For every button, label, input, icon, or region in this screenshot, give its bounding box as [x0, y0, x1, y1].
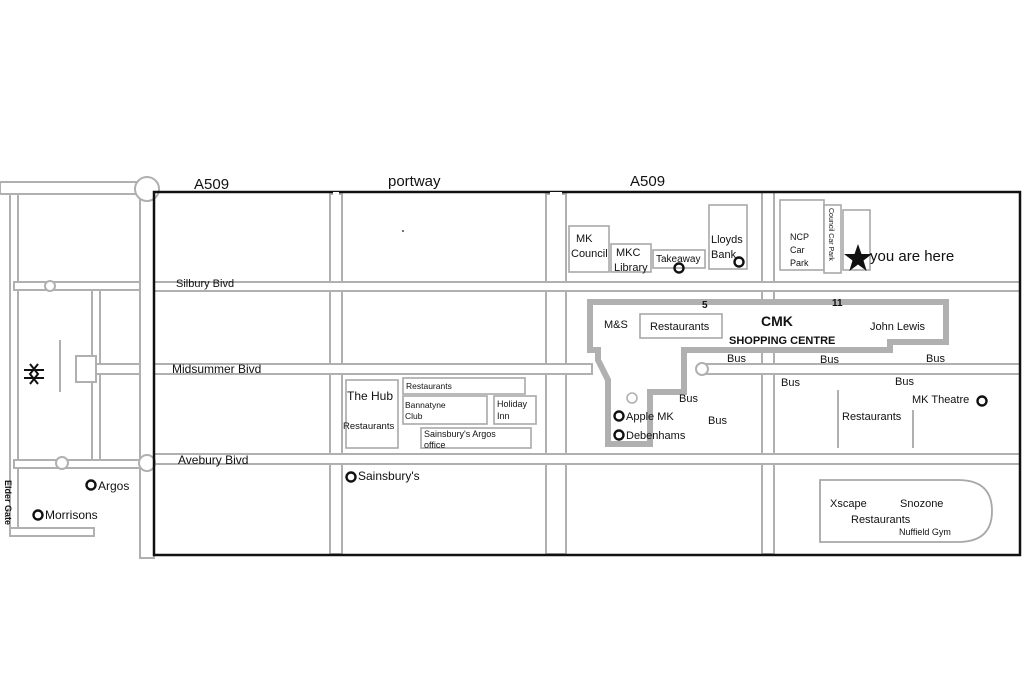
- roundabout-west: [55, 456, 69, 470]
- roundabout-avebury: [138, 454, 156, 472]
- railway-station-icon: [24, 363, 44, 385]
- portway-gap: [333, 192, 339, 196]
- lloyds-label-1: Lloyds: [711, 234, 743, 246]
- mk-council-building: [568, 225, 610, 273]
- debenhams-marker-icon: [613, 429, 625, 441]
- midsummer-road-east: [699, 363, 1021, 375]
- council-car-park-building: [823, 204, 842, 274]
- bus-label: Bus: [708, 415, 727, 427]
- roundabout-a509: [134, 176, 160, 202]
- nuffield-gym-label: Nuffield Gym: [899, 527, 951, 537]
- takeaway-building: [652, 249, 706, 269]
- john-lewis-label: John Lewis: [870, 321, 926, 333]
- bus-label: Bus: [926, 353, 945, 365]
- a509-west-road: [139, 189, 155, 559]
- bus-label: Bus: [727, 353, 746, 365]
- morrisons-label: Morrisons: [45, 508, 98, 522]
- snozone-label: Snozone: [900, 498, 943, 510]
- you-are-here-label: you are here: [870, 248, 954, 265]
- midsummer-link: [95, 363, 145, 375]
- restaurants-strip-label: Restaurants: [406, 381, 452, 391]
- midsummer-label: Midsummer Bivd: [172, 362, 261, 376]
- bus-label: Bus: [895, 376, 914, 388]
- sainsburys-office-label-2: office: [424, 440, 445, 450]
- the-hub-label: The Hub: [347, 389, 393, 403]
- holiday-inn-label-2: Inn: [497, 411, 510, 421]
- the-hub-building: [345, 379, 399, 449]
- takeaway-marker-icon: [673, 262, 685, 274]
- mkc-library-label-1: MKC: [616, 247, 641, 259]
- council-car-park-label: Council Car Park: [827, 208, 834, 261]
- elder-gate-label: Elder Gate: [3, 480, 13, 525]
- portway-label: portway: [388, 173, 441, 190]
- mk-council-label-2: Council: [571, 248, 608, 260]
- avebury-link: [13, 459, 145, 469]
- cmk-restaurants-box: [639, 313, 723, 339]
- lloyds-marker-icon: [733, 256, 745, 268]
- xscape-building: [819, 479, 993, 543]
- takeaway-label: Takeaway: [656, 254, 700, 265]
- argos-label: Argos: [98, 479, 129, 493]
- holiday-inn-label-1: Holiday: [497, 399, 528, 409]
- avebury-road: [153, 453, 1021, 465]
- ncp-label-3: Park: [790, 258, 809, 268]
- sainsburys-office-building: [420, 427, 532, 449]
- apple-marker-icon: [613, 410, 625, 422]
- bannatyne-club-building: [402, 395, 488, 425]
- cmk-title-label: CMK: [761, 313, 793, 329]
- sainsburys-marker-icon: [345, 471, 357, 483]
- silbury-road: [153, 281, 1021, 292]
- theatre-restaurants-label: Restaurants: [842, 411, 902, 423]
- roundabout-silbury-west: [44, 280, 56, 292]
- morrisons-road: [9, 527, 95, 537]
- road-network: [0, 176, 1021, 559]
- a509-east-gap: [550, 192, 562, 196]
- bus-label: Bus: [781, 377, 800, 389]
- ms-label: M&S: [604, 319, 628, 331]
- bus-label: Bus: [820, 354, 839, 366]
- ncp-label-2: Car: [790, 245, 805, 255]
- cmk-entrance-marker-icon: [626, 392, 638, 404]
- a509-road: [0, 181, 149, 195]
- a509-label: A509: [194, 176, 229, 193]
- mk-council-label-1: MK: [576, 233, 593, 245]
- star-icon: [844, 244, 872, 271]
- cmk-subtitle-label: SHOPPING CENTRE: [729, 335, 835, 347]
- map-border: [152, 190, 1022, 557]
- bannatyne-label-2: Club: [405, 411, 423, 421]
- xscape-restaurants-label: Restaurants: [851, 514, 911, 526]
- bannatyne-label-1: Bannatyne: [405, 400, 446, 410]
- mkc-library-building: [610, 243, 652, 273]
- xscape-label: Xscape: [830, 498, 867, 510]
- ncp-car-park-building: [779, 199, 825, 271]
- restaurants-strip-building: [402, 377, 526, 395]
- entrance-11-label: 11: [832, 298, 843, 309]
- map-dot: [402, 230, 404, 232]
- hub-restaurants-label: Restaurants: [343, 421, 394, 432]
- argos-marker-icon: [85, 479, 97, 491]
- avebury-label: Avebury Bivd: [178, 453, 248, 467]
- entrance-5-label: 5: [702, 300, 708, 311]
- mkc-library-label-2: Library: [614, 262, 648, 274]
- a509-east-label: A509: [630, 173, 665, 190]
- morrisons-marker-icon: [32, 509, 44, 521]
- mk-theatre-marker-icon: [976, 395, 988, 407]
- debenhams-label: Debenhams: [626, 430, 686, 442]
- silbury-link: [13, 281, 145, 291]
- sainsburys-office-label-1: Sainsbury's Argos: [424, 429, 496, 439]
- silbury-label: Silbury Bivd: [176, 278, 234, 290]
- sainsburys-label: Sainsbury's: [358, 469, 420, 483]
- station-building: [75, 355, 97, 383]
- bus-label: Bus: [679, 393, 698, 405]
- mk-theatre-label: MK Theatre: [912, 394, 969, 406]
- ncp-label-1: NCP: [790, 232, 809, 242]
- apple-label: Apple MK: [626, 411, 674, 423]
- cmk-restaurants-label: Restaurants: [650, 321, 710, 333]
- holiday-inn-building: [493, 395, 537, 425]
- roundabout-midsummer: [695, 362, 709, 376]
- lloyds-label-2: Bank: [711, 249, 737, 261]
